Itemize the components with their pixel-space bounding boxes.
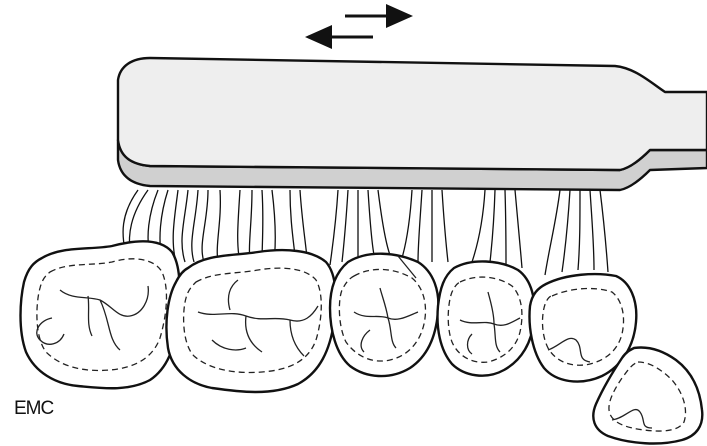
tooth-molar-2 (166, 250, 335, 392)
tooth-premolar-2 (438, 261, 535, 375)
toothbrush (118, 58, 707, 190)
artist-credit: EMC (14, 398, 53, 420)
motion-arrows (308, 16, 410, 37)
tooth-premolar-1 (330, 254, 438, 376)
brush-head-top (118, 58, 707, 170)
tooth-molar-1 (21, 241, 180, 388)
